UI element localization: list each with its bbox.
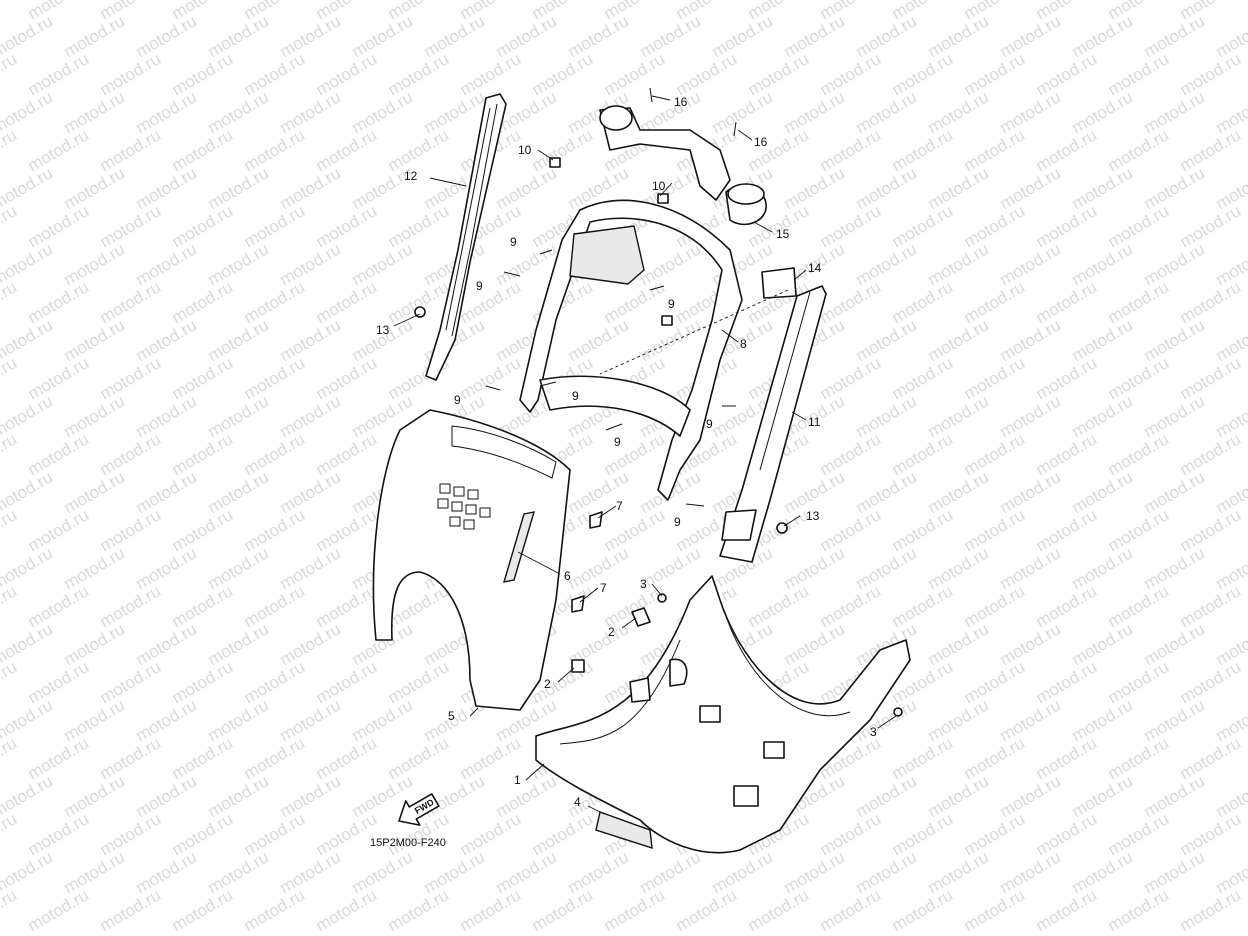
callout-3-a: 3 bbox=[640, 577, 647, 591]
part-8-inner-frame bbox=[519, 199, 743, 501]
callout-9-h: 9 bbox=[674, 515, 681, 529]
part-14-pad bbox=[761, 267, 797, 299]
callout-10-a: 10 bbox=[518, 143, 532, 157]
part-12-side-strip bbox=[425, 93, 507, 381]
callout-9-c: 9 bbox=[668, 297, 675, 311]
part-11-side-strip bbox=[719, 285, 827, 563]
leader-lines bbox=[393, 95, 897, 815]
part-4-reflector bbox=[595, 811, 653, 849]
fwd-arrow-icon: FWD bbox=[398, 793, 440, 826]
part-6-emblem bbox=[503, 511, 535, 583]
callout-13-b: 13 bbox=[806, 509, 820, 523]
part-1-floor-board bbox=[535, 575, 911, 854]
callout-14: 14 bbox=[808, 261, 822, 275]
callout-8: 8 bbox=[740, 337, 747, 351]
callout-1: 1 bbox=[514, 773, 521, 787]
callout-9-f: 9 bbox=[706, 417, 713, 431]
part-5-leg-shield bbox=[372, 409, 571, 711]
part-15-bracket bbox=[599, 105, 767, 226]
callout-3-b: 3 bbox=[870, 725, 877, 739]
callout-9-g: 9 bbox=[614, 435, 621, 449]
diagram-code: 15P2M00-F240 bbox=[370, 837, 446, 849]
callout-11: 11 bbox=[808, 415, 821, 429]
callout-2-a: 2 bbox=[608, 625, 615, 639]
callout-16-b: 16 bbox=[754, 135, 768, 149]
callout-5: 5 bbox=[448, 709, 455, 723]
callout-2-b: 2 bbox=[544, 677, 551, 691]
callout-9-e: 9 bbox=[572, 389, 579, 403]
callout-10-b: 10 bbox=[652, 179, 666, 193]
callout-9-a: 9 bbox=[510, 235, 517, 249]
callout-7-a: 7 bbox=[616, 499, 623, 513]
callout-9-d: 9 bbox=[454, 393, 461, 407]
vent-grille bbox=[437, 483, 491, 530]
callout-15: 15 bbox=[776, 227, 790, 241]
callout-7-b: 7 bbox=[600, 581, 607, 595]
callouts: 12 10 10 16 16 15 14 9 9 9 8 13 9 9 11 9… bbox=[376, 95, 877, 809]
callout-12: 12 bbox=[404, 169, 418, 183]
callout-9-b: 9 bbox=[476, 279, 483, 293]
callout-6: 6 bbox=[564, 569, 571, 583]
callout-13-a: 13 bbox=[376, 323, 390, 337]
fasteners bbox=[414, 87, 903, 717]
callout-4: 4 bbox=[574, 795, 581, 809]
callout-16-a: 16 bbox=[674, 95, 688, 109]
